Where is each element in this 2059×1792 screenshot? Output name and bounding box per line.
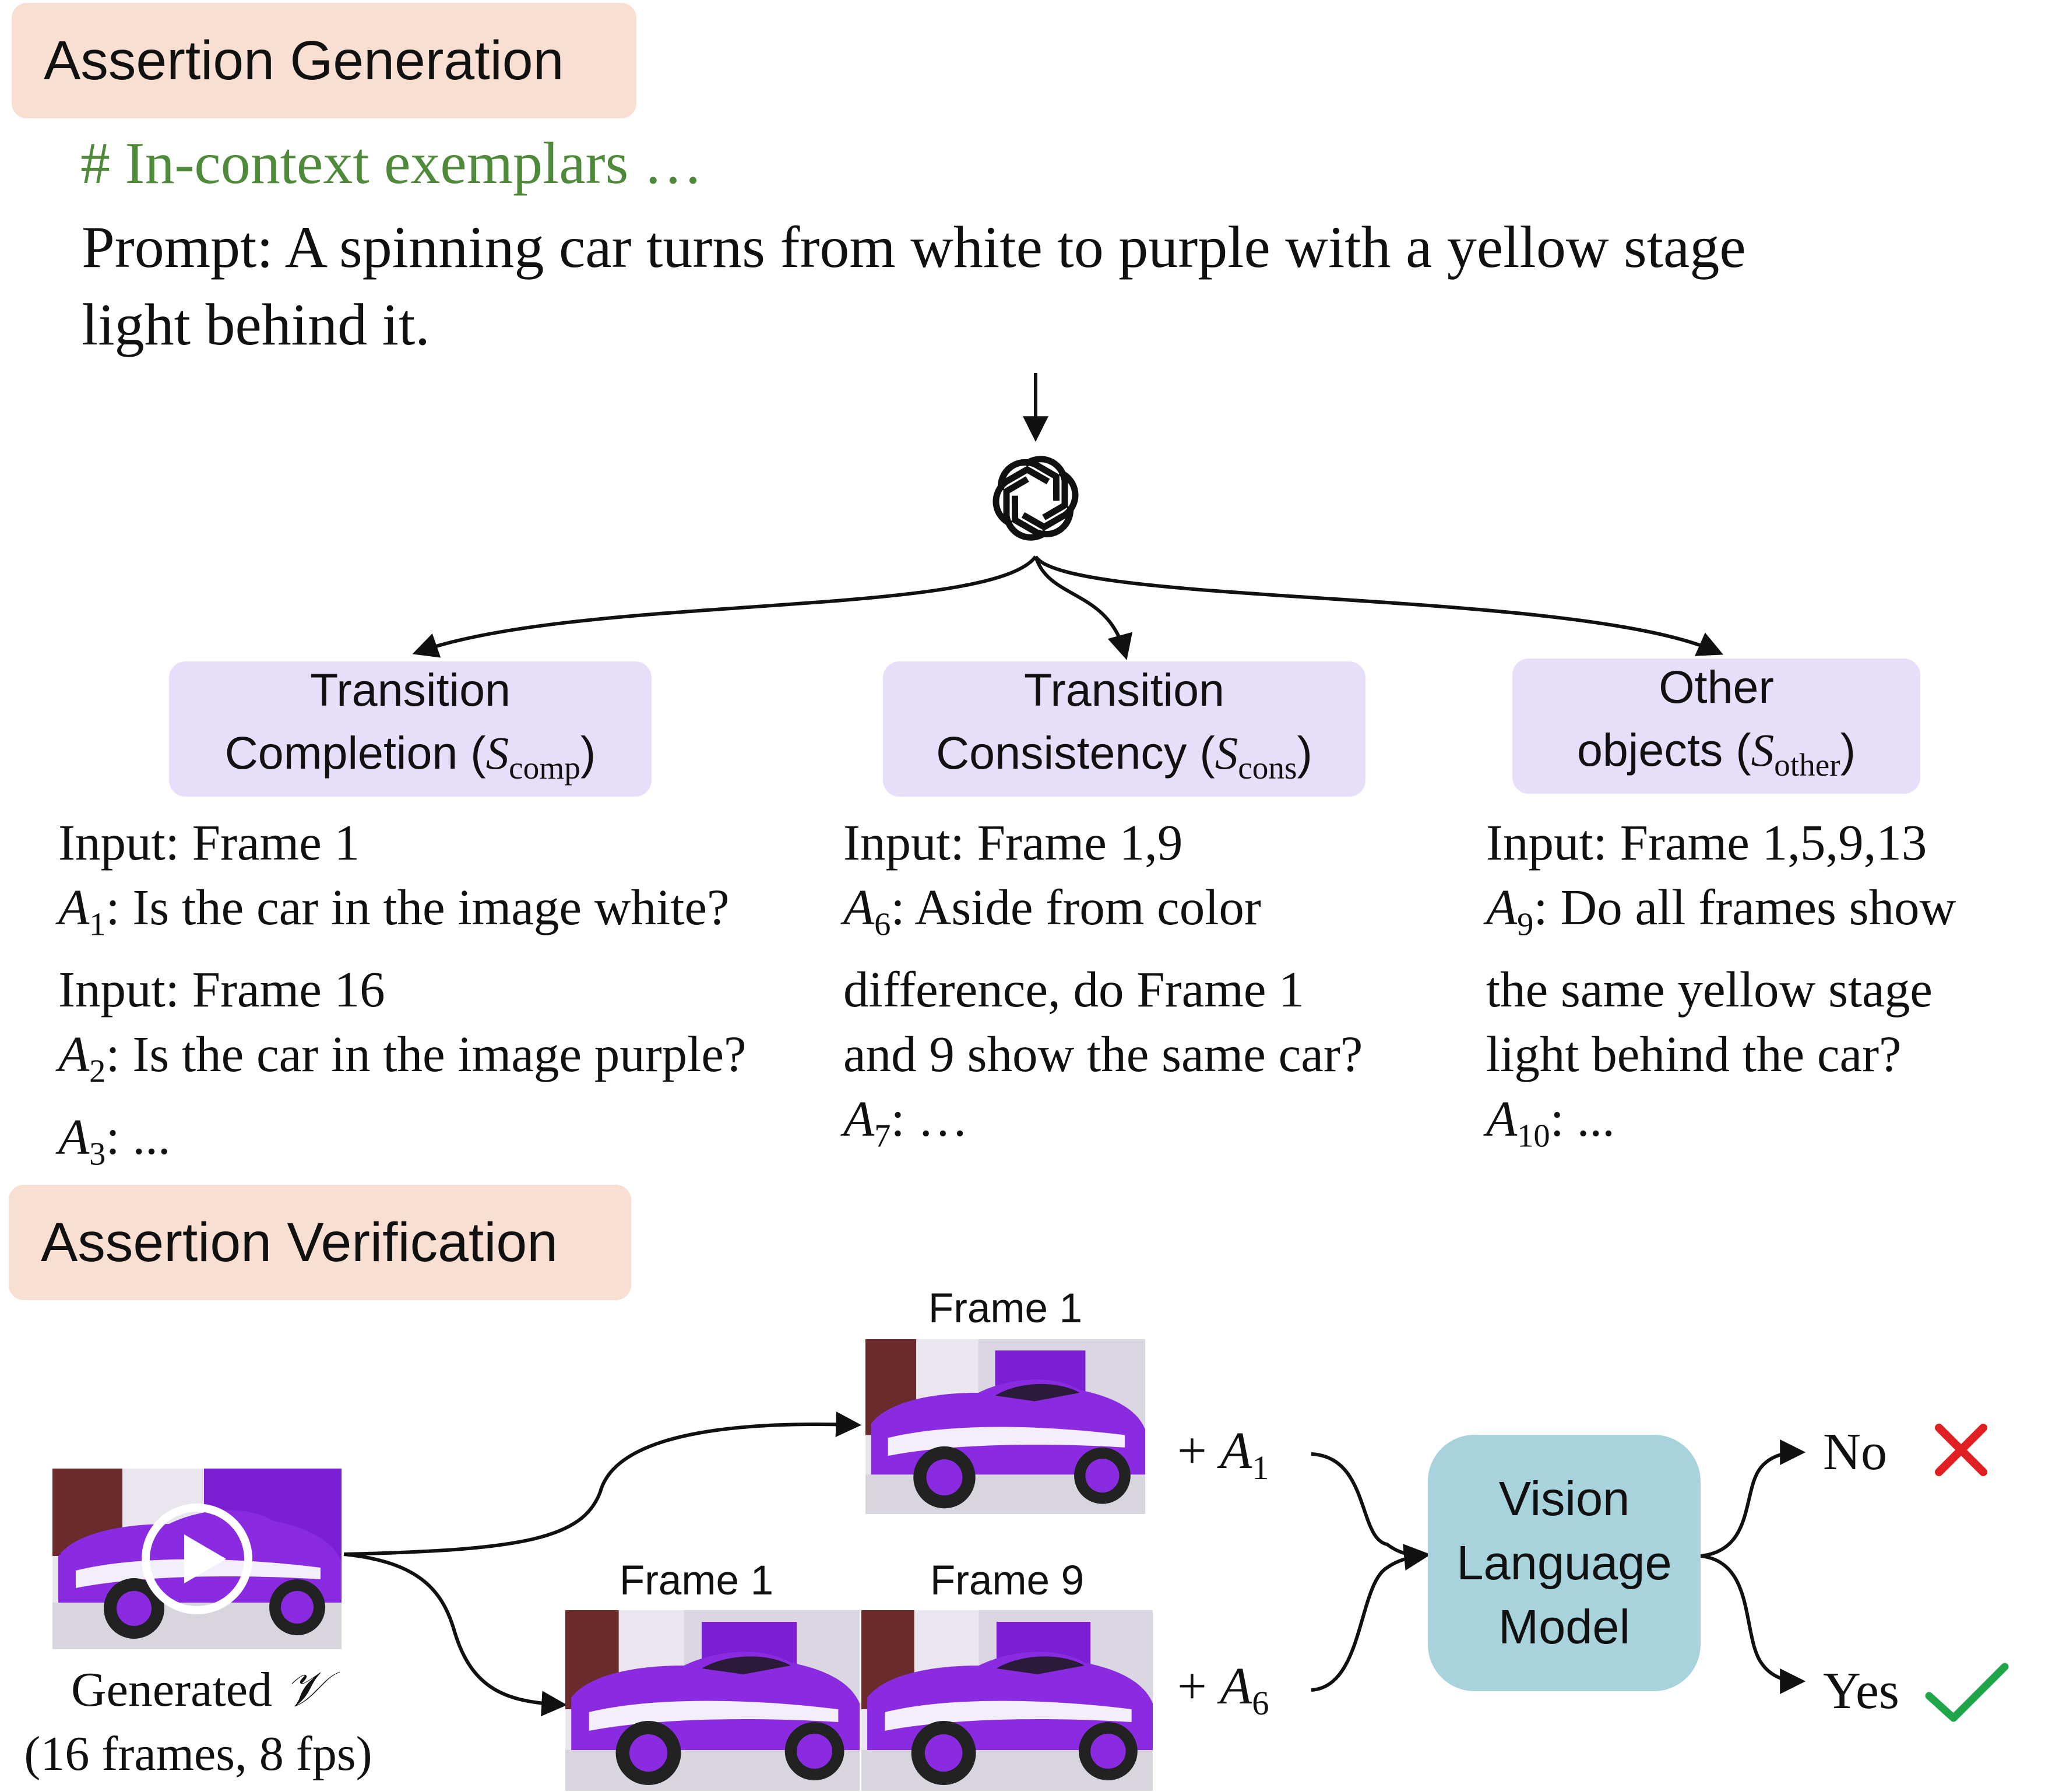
vlm-line-1: Vision bbox=[1498, 1471, 1630, 1526]
category-other-line1: Other bbox=[1659, 661, 1774, 713]
assertion-line: A3: ... bbox=[58, 1104, 747, 1187]
assertion-symbol: A bbox=[58, 879, 90, 935]
assertion-text: Input: Frame 1,5,9,13 bbox=[1486, 814, 1927, 871]
assertion-line: A9: Do all frames show bbox=[1486, 875, 1956, 957]
category-completion-line1: Transition bbox=[310, 664, 511, 716]
vlm-line-3: Model bbox=[1498, 1600, 1631, 1654]
assertion-text: Input: Frame 16 bbox=[58, 961, 385, 1018]
assertion-line: A10: ... bbox=[1486, 1086, 1956, 1168]
assertion-line: A7: … bbox=[843, 1086, 1363, 1168]
category-box-consistency: Transition Consistency (Scons) bbox=[883, 661, 1365, 797]
assertion-text: and 9 show the same car? bbox=[843, 1026, 1363, 1083]
bottom-frame1-label: Frame 1 bbox=[619, 1558, 774, 1604]
assertion-line: Input: Frame 16 bbox=[58, 957, 747, 1022]
assertion-text: : Is the car in the image purple? bbox=[105, 1026, 747, 1083]
video-caption: Generated 𝒱 (16 frames, 8 fps) bbox=[12, 1658, 385, 1786]
category-box-other: Other objects (Sother) bbox=[1512, 659, 1920, 794]
assertion-text: : Is the car in the image white? bbox=[105, 879, 730, 935]
plus-assertion-a6: + A6 bbox=[1177, 1657, 1269, 1722]
assertion-index: 10 bbox=[1517, 1118, 1550, 1154]
assertion-verification-header: Assertion Verification bbox=[9, 1185, 631, 1300]
answer-yes: Yes bbox=[1823, 1662, 1899, 1720]
assertion-symbol: A bbox=[58, 1026, 90, 1083]
assertion-index: 9 bbox=[1517, 906, 1534, 943]
generation-connectors bbox=[412, 373, 1724, 660]
assertion-line: Input: Frame 1,5,9,13 bbox=[1486, 810, 1956, 875]
assertion-line: A1: Is the car in the image white? bbox=[58, 875, 747, 957]
assertion-symbol: A bbox=[58, 1108, 90, 1165]
assertion-text: : Do all frames show bbox=[1533, 879, 1956, 935]
assertion-line: and 9 show the same car? bbox=[843, 1022, 1363, 1086]
top-frame-image bbox=[865, 1339, 1145, 1514]
assertion-line: Input: Frame 1 bbox=[58, 810, 747, 875]
check-icon bbox=[1925, 1663, 2009, 1722]
assertion-symbol: A bbox=[1486, 1090, 1518, 1147]
assertion-line: A6: Aside from color bbox=[843, 875, 1363, 957]
vlm-to-yes-arrow bbox=[1700, 1554, 1806, 1694]
assertion-text: : ... bbox=[105, 1108, 171, 1165]
llm-to-completion-arrow bbox=[412, 555, 1037, 658]
video-to-frame1-arrow bbox=[343, 1411, 862, 1556]
plus-assertion-a1: + A1 bbox=[1177, 1422, 1269, 1487]
a1-to-vlm-arrow bbox=[1311, 1452, 1430, 1569]
video-caption-line1: Generated 𝒱 bbox=[71, 1663, 326, 1717]
assertion-symbol: A bbox=[843, 879, 875, 935]
assertion-symbol: A bbox=[843, 1090, 875, 1147]
video-to-frame1-9-arrow bbox=[343, 1552, 568, 1717]
in-context-comment: # In-context exemplars … bbox=[80, 131, 703, 196]
verification-connectors bbox=[343, 1411, 1806, 1717]
assertion-text: : ... bbox=[1550, 1090, 1615, 1147]
assertion-text: difference, do Frame 1 bbox=[843, 961, 1304, 1018]
assertion-line: A2: Is the car in the image purple? bbox=[58, 1022, 747, 1104]
top-frame-label: Frame 1 bbox=[928, 1286, 1083, 1332]
assertion-generation-title: Assertion Generation bbox=[44, 29, 564, 91]
llm-to-other-arrow bbox=[1034, 555, 1724, 656]
assertion-symbol: A bbox=[1486, 879, 1518, 935]
category-other-line2: objects (Sother) bbox=[1576, 724, 1856, 783]
openai-logo-icon bbox=[992, 456, 1079, 541]
prompt-line-1: Prompt: A spinning car turns from white … bbox=[82, 214, 1746, 280]
cross-icon bbox=[1935, 1424, 1987, 1476]
assertion-index: 7 bbox=[874, 1118, 891, 1154]
bottom-frame9-label: Frame 9 bbox=[930, 1558, 1085, 1604]
assertion-text: Input: Frame 1,9 bbox=[843, 814, 1183, 871]
category-consistency-line2: Consistency (Scons) bbox=[936, 727, 1312, 786]
assertion-line: the same yellow stage bbox=[1486, 957, 1956, 1022]
bottom-frame1-image bbox=[565, 1610, 860, 1791]
assertion-generation-header: Assertion Generation bbox=[12, 3, 636, 118]
category-box-completion: Transition Completion (Scomp) bbox=[169, 661, 652, 797]
assertion-index: 6 bbox=[874, 906, 891, 943]
vlm-to-no-arrow bbox=[1700, 1439, 1806, 1558]
generated-video-thumbnail[interactable] bbox=[52, 1469, 342, 1649]
prompt-line-2: light behind it. bbox=[82, 292, 430, 358]
prompt-text: Prompt: A spinning car turns from white … bbox=[82, 209, 2005, 364]
answer-no: No bbox=[1823, 1423, 1887, 1481]
video-caption-line2: (16 frames, 8 fps) bbox=[24, 1727, 372, 1781]
a6-to-vlm-arrow bbox=[1311, 1545, 1430, 1692]
assertion-line: difference, do Frame 1 bbox=[843, 957, 1363, 1022]
play-icon[interactable] bbox=[139, 1501, 255, 1617]
assertion-text: : Aside from color bbox=[891, 879, 1261, 935]
assertion-index: 3 bbox=[89, 1136, 106, 1173]
category-completion-line2: Completion (Scomp) bbox=[224, 727, 596, 786]
vlm-line-2: Language bbox=[1456, 1536, 1672, 1590]
assertion-text: light behind the car? bbox=[1486, 1026, 1902, 1083]
llm-to-consistency-arrow bbox=[1034, 556, 1133, 660]
assertion-text: : … bbox=[891, 1090, 969, 1147]
category-consistency-line1: Transition bbox=[1024, 664, 1224, 716]
assertion-text: the same yellow stage bbox=[1486, 961, 1933, 1018]
vision-language-model-box: Vision Language Model bbox=[1428, 1435, 1701, 1691]
assertion-verification-title: Assertion Verification bbox=[41, 1211, 558, 1273]
bottom-frame9-image bbox=[861, 1610, 1153, 1791]
assertion-index: 1 bbox=[89, 906, 106, 943]
assertion-line: Input: Frame 1,9 bbox=[843, 810, 1363, 875]
assertion-index: 2 bbox=[89, 1053, 106, 1090]
assertion-text: Input: Frame 1 bbox=[58, 814, 360, 871]
assertion-line: light behind the car? bbox=[1486, 1022, 1956, 1086]
